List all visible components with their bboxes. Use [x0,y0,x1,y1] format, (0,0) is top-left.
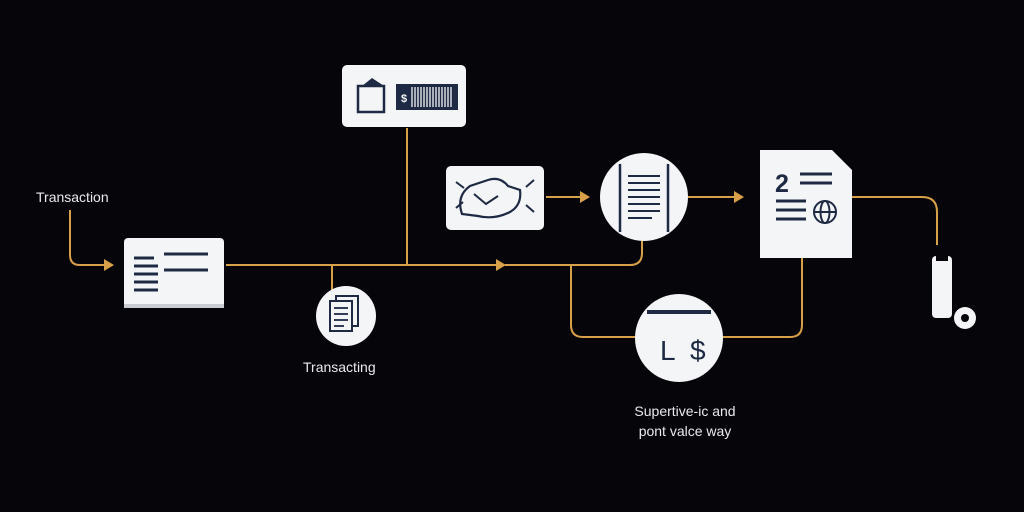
arrowhead-scroll [580,191,590,203]
arrowhead-ledger [104,259,114,271]
connectors [69,128,938,338]
label-supertive-line2: pont valce way [638,423,732,439]
ls-dollar: $ [690,335,706,366]
document-scroll-icon [600,153,688,241]
connector-lower-loop-right [716,258,803,338]
arrowhead-report [734,191,744,203]
connector-transaction-to-ledger [69,210,104,266]
arrowheads [104,191,744,271]
report-number: 2 [775,170,789,198]
end-terminal-icon [932,256,976,329]
payment-card-icon: $ [342,65,466,127]
ledger-document-icon [124,238,224,308]
label-transaction: Transaction [36,189,109,205]
report-document-icon: 2 [760,150,852,258]
wallet-icon [356,78,386,114]
dollar-symbol: $ [401,93,407,105]
label-transacting: Transacting [303,359,376,375]
map-routing-icon [446,166,544,230]
ls-letter: L [660,335,676,366]
barcode-icon: $ [396,84,458,110]
connector-lower-loop-left [570,265,642,338]
connector-report-to-end [852,196,938,245]
connector-main-to-scroll [505,238,643,266]
globe-icon [813,200,837,224]
label-supertive-line1: Supertive-ic and [634,403,736,419]
label-supertive: Supertive-ic and pont valce way [560,401,810,441]
arrowhead-main [496,259,506,271]
transacting-documents-icon [316,286,376,346]
ledger-dollar-icon: L $ [635,294,723,382]
